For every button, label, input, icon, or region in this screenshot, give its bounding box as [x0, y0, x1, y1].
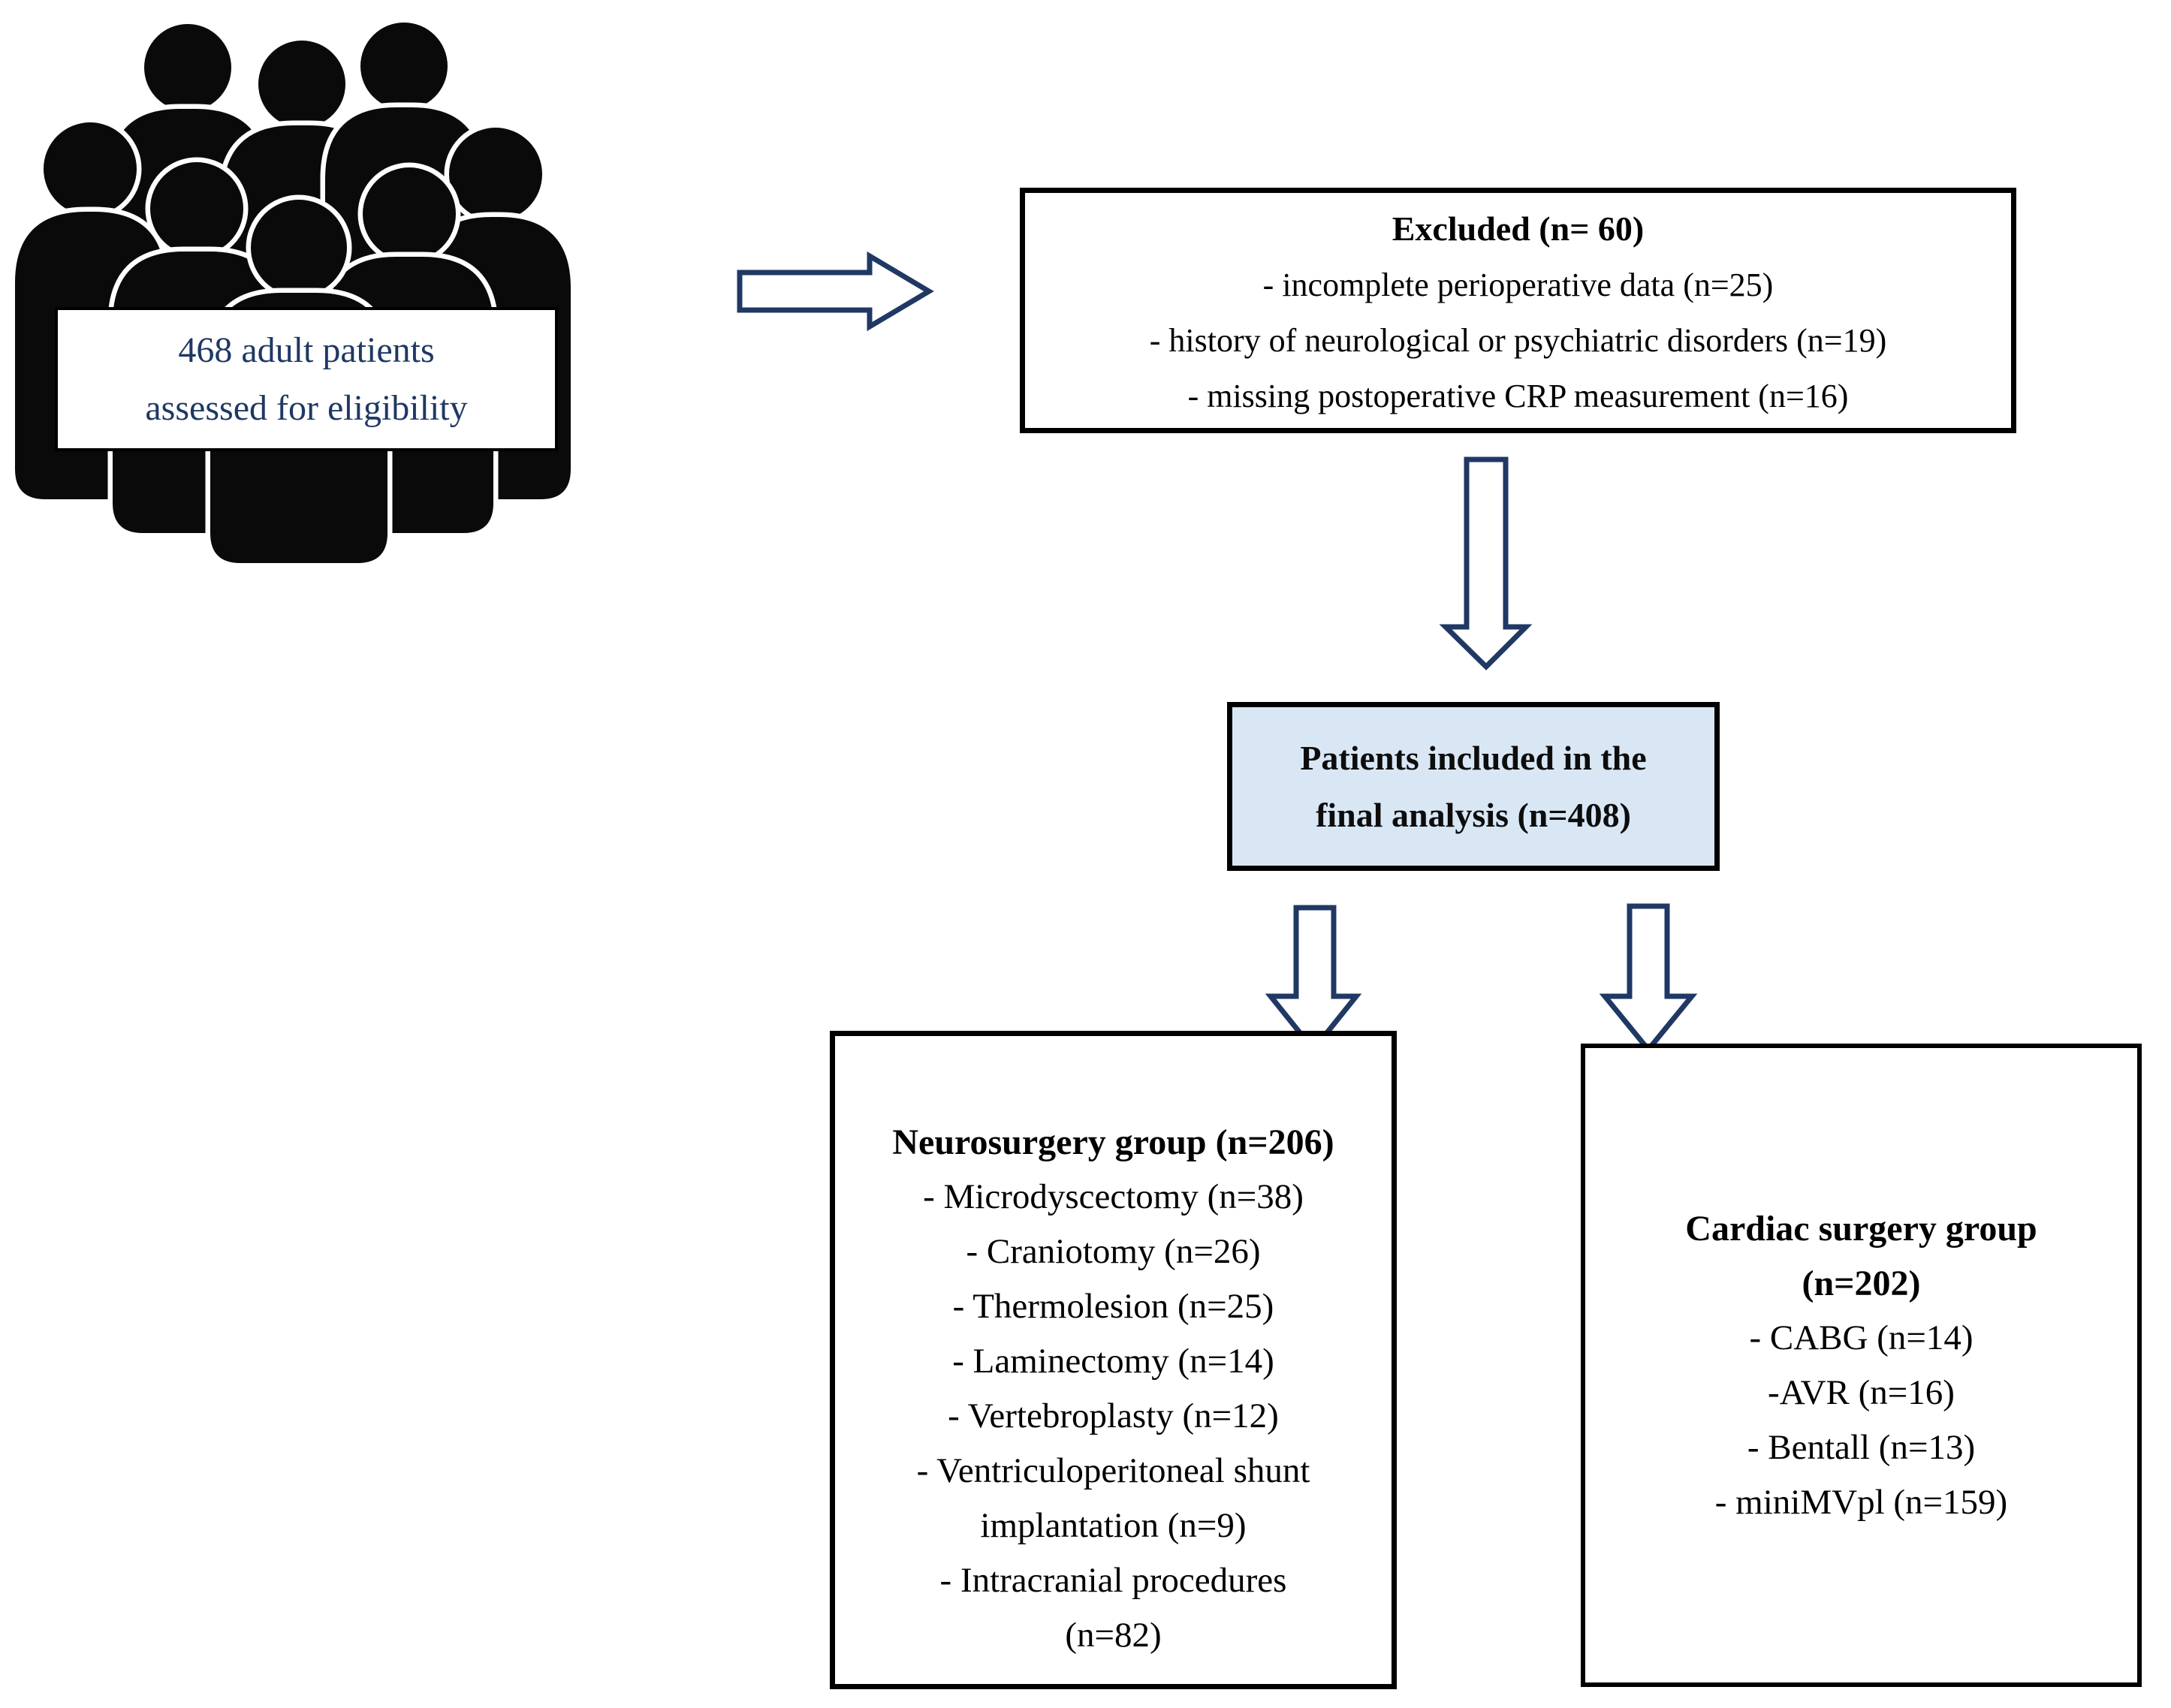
neurosurgery-item: - Ventriculoperitoneal shunt [916, 1451, 1310, 1490]
neurosurgery-item: - Vertebroplasty (n=12) [948, 1396, 1279, 1435]
eligibility-line-1: 468 adult patients [178, 330, 435, 370]
neurosurgery-item-wrap: implantation (n=9) [980, 1506, 1247, 1545]
cardiac-item: - miniMVpl (n=159) [1714, 1482, 2008, 1522]
neurosurgery-item-wrap: (n=82) [1065, 1616, 1162, 1655]
arrow-down-right-icon [1599, 903, 1698, 1054]
neurosurgery-item: - Craniotomy (n=26) [966, 1232, 1261, 1271]
included-line-2: final analysis (n=408) [1316, 795, 1631, 834]
excluded-item: - missing postoperative CRP measurement … [1187, 377, 1849, 414]
neurosurgery-item: - Intracranial procedures [939, 1561, 1287, 1600]
cardiac-item: -AVR (n=16) [1768, 1372, 1955, 1412]
cardiac-item: - Bentall (n=13) [1747, 1427, 1976, 1467]
included-line-1: Patients included in the [1300, 738, 1647, 777]
excluded-item: - history of neurological or psychiatric… [1149, 321, 1887, 359]
eligibility-box: 468 adult patients assessed for eligibil… [55, 307, 558, 451]
excluded-box: Excluded (n= 60) - incomplete perioperat… [1020, 188, 2016, 433]
neurosurgery-title: Neurosurgery group (n=206) [892, 1122, 1334, 1162]
excluded-item: - incomplete perioperative data (n=25) [1262, 266, 1774, 303]
cardiac-item: - CABG (n=14) [1749, 1318, 1973, 1357]
neurosurgery-group-box: Neurosurgery group (n=206) - Microdyscec… [830, 1031, 1397, 1689]
neurosurgery-item: - Microdyscectomy (n=38) [923, 1177, 1304, 1216]
neurosurgery-item: - Thermolesion (n=25) [952, 1287, 1274, 1326]
arrow-right-icon [737, 251, 934, 332]
neurosurgery-item: - Laminectomy (n=14) [952, 1342, 1274, 1381]
arrow-down-long-icon [1439, 456, 1533, 670]
excluded-title: Excluded (n= 60) [1392, 209, 1645, 248]
cardiac-group-box: Cardiac surgery group (n=202) - CABG (n=… [1581, 1044, 2142, 1687]
eligibility-line-2: assessed for eligibility [145, 388, 468, 428]
included-box: Patients included in the final analysis … [1227, 702, 1720, 871]
people-group-icon [15, 17, 571, 568]
cardiac-title-line-2: (n=202) [1802, 1263, 1921, 1303]
cardiac-title-line-1: Cardiac surgery group [1685, 1208, 2037, 1249]
arrow-down-left-icon [1265, 905, 1362, 1054]
